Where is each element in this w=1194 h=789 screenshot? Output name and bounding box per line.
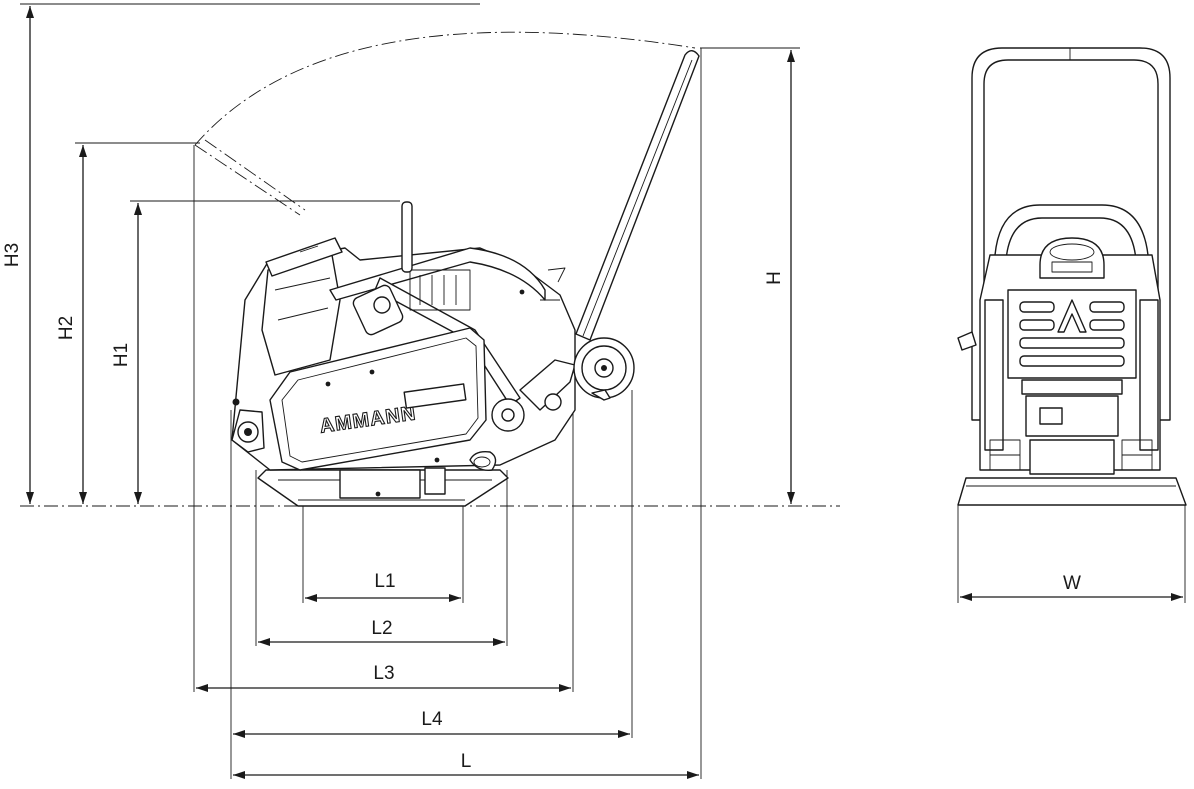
label-h1: H1 [111,343,132,367]
dimension-h: H [764,50,795,504]
label-l: L [461,751,472,772]
brand-a-logo [1057,299,1087,333]
label-l1: L1 [374,571,395,592]
dimension-l: L [233,751,699,779]
dimension-w: W [957,505,1186,603]
label-h2: H2 [56,316,77,340]
dimension-l3: L3 [196,663,571,692]
dimension-l1: L1 [305,571,461,602]
guide-handle [575,50,700,341]
dimension-h2: H2 [56,145,87,504]
transport-wheel [573,337,635,401]
height-extension-lines [20,3,800,202]
dimension-h1: H1 [111,203,142,504]
machine-body: AMMANN [231,201,576,497]
dimension-l2: L2 [258,618,505,646]
label-h3: H3 [2,243,23,267]
base-plate [257,467,509,507]
label-w: W [1063,573,1081,594]
length-extension-lines [193,48,702,779]
dimension-h3: H3 [2,6,34,504]
machine-side-view: AMMANN [231,50,700,507]
label-l2: L2 [371,618,392,639]
dimension-l4: L4 [233,709,630,738]
label-h: H [764,271,785,285]
label-l4: L4 [421,709,443,730]
machine-front-view [957,47,1187,506]
handle-swing-arc [194,31,696,216]
label-l3: L3 [373,663,394,684]
